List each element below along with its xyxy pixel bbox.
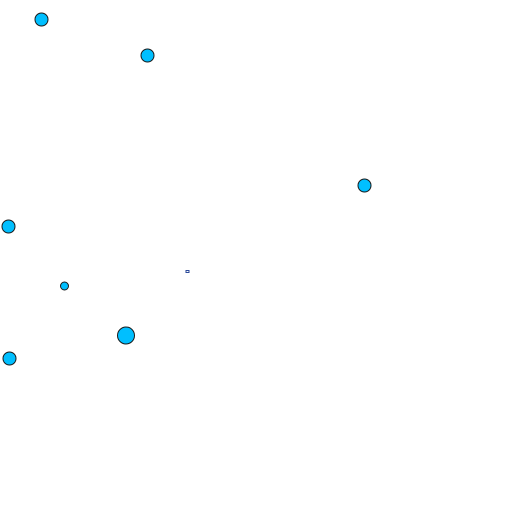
player-marker[interactable] (185, 270, 190, 273)
ball[interactable] (60, 281, 69, 291)
ball[interactable] (34, 12, 49, 27)
ball[interactable] (1, 219, 16, 234)
ball[interactable] (2, 351, 17, 366)
ball[interactable] (117, 326, 135, 345)
ball[interactable] (357, 178, 372, 193)
ball[interactable] (140, 48, 155, 63)
